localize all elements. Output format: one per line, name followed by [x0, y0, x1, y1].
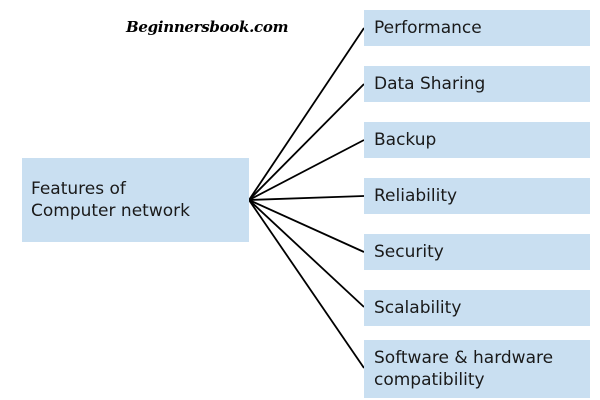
branch-node-performance: Performance: [364, 10, 590, 46]
branch-node-compatibility: Software & hardware compatibility: [364, 340, 590, 398]
branch-node-label: Security: [374, 242, 444, 262]
root-node: Features of Computer network: [22, 158, 249, 242]
connector-line: [248, 195, 365, 201]
branch-node-label: Reliability: [374, 186, 458, 206]
branch-node-security: Security: [364, 234, 590, 270]
branch-node-label: Data Sharing: [374, 74, 486, 94]
connector-line: [248, 83, 365, 201]
branch-node-label: Scalability: [374, 298, 462, 318]
branch-node-label: Software & hardware compatibility: [374, 348, 554, 390]
root-node-line-2: Computer network: [31, 201, 190, 221]
branch-node-backup: Backup: [364, 122, 590, 158]
branch-node-label: Backup: [374, 130, 437, 150]
branch-node-reliability: Reliability: [364, 178, 590, 214]
connector-line: [248, 199, 365, 253]
root-node-line-1: Features of: [31, 179, 126, 199]
watermark-logo: Beginnersbook.com: [126, 18, 289, 36]
connector-line: [248, 199, 365, 308]
connector-line: [248, 27, 365, 201]
branch-node-scalability: Scalability: [364, 290, 590, 326]
branch-node-data-sharing: Data Sharing: [364, 66, 590, 102]
connector-line: [248, 139, 365, 201]
connector-line: [248, 199, 365, 369]
branch-node-label: Performance: [374, 18, 482, 38]
